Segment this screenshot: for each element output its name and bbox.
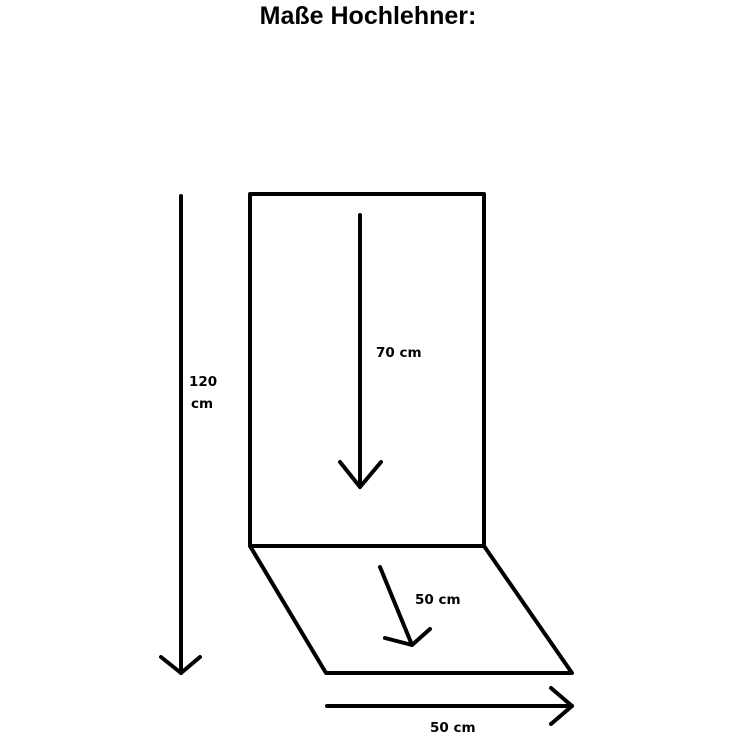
width-label: 50 cm <box>430 720 476 736</box>
seat-outline <box>248 544 574 675</box>
seat-depth-arrow <box>378 565 432 647</box>
page-title: Maße Hochlehner: <box>259 2 477 30</box>
backrest-outline <box>248 192 486 548</box>
total-height-label-number: 120 <box>189 374 217 390</box>
total-height-arrow <box>159 194 202 675</box>
width-arrow <box>325 686 574 726</box>
seat-depth-label: 50 cm <box>415 592 461 608</box>
total-height-label-unit: cm <box>191 396 213 412</box>
back-height-label: 70 cm <box>376 345 422 361</box>
back-height-arrow <box>338 213 383 489</box>
